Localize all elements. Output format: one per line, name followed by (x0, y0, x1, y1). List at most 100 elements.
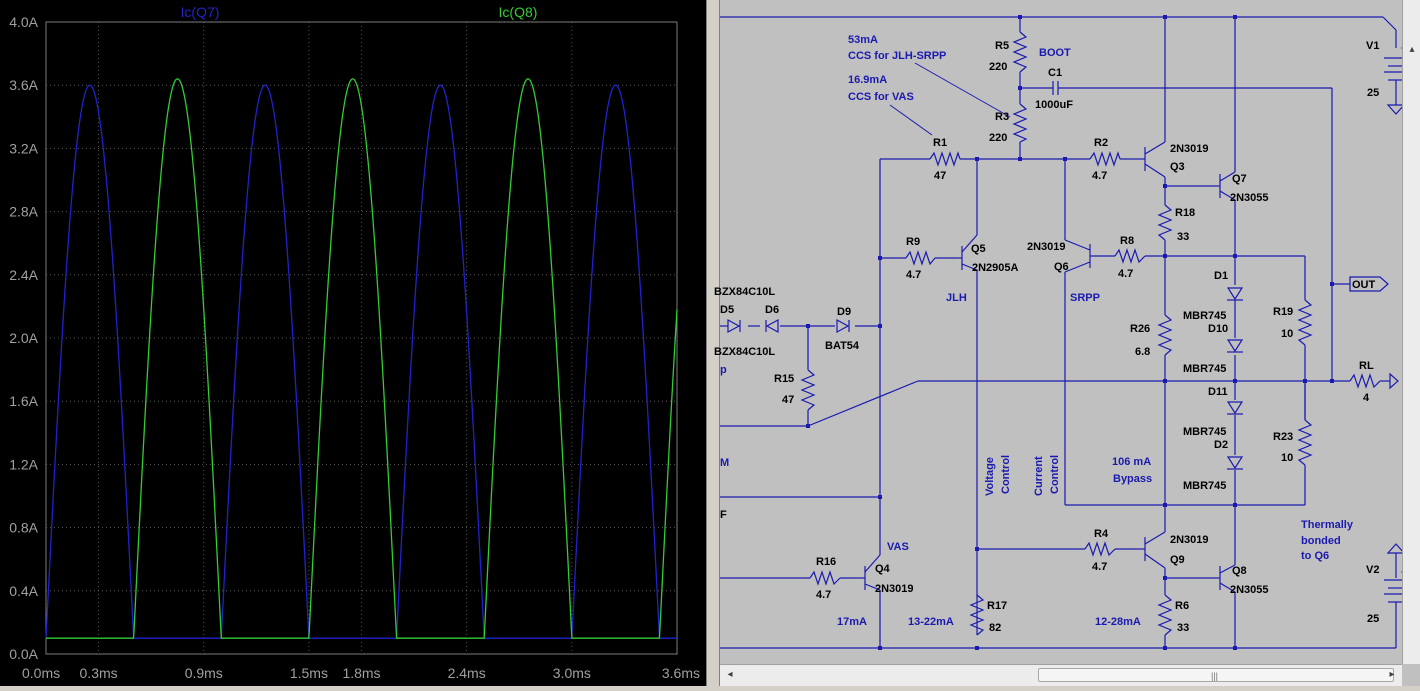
label-d6-type[interactable]: BZX84C10L (714, 346, 775, 358)
value-r23[interactable]: 10 (1281, 452, 1293, 464)
label-d5[interactable]: D5 (720, 304, 734, 316)
bypass-current-label[interactable]: 106 mA (1112, 456, 1151, 468)
note-ccs-vas[interactable]: CCS for VAS (848, 91, 914, 103)
label-d11[interactable]: D11 (1208, 386, 1228, 398)
label-r17[interactable]: R17 (987, 600, 1007, 612)
m-label[interactable]: M (720, 457, 729, 469)
vas-label[interactable]: VAS (887, 541, 909, 553)
value-r5[interactable]: 220 (989, 61, 1007, 73)
f-label[interactable]: F (720, 509, 727, 521)
scrollbar-thumb[interactable]: ||| (1038, 668, 1394, 682)
label-r19[interactable]: R19 (1273, 306, 1293, 318)
legend-trace-ic-q8[interactable]: Ic(Q8) (499, 4, 538, 20)
label-d5-type[interactable]: BZX84C10L (714, 286, 775, 298)
value-r1[interactable]: 47 (934, 170, 946, 182)
jlh-label[interactable]: JLH (946, 292, 967, 304)
type-d1[interactable]: MBR745 (1183, 310, 1226, 322)
current-13-22ma-label[interactable]: 13-22mA (908, 616, 954, 628)
label-d6[interactable]: D6 (765, 304, 779, 316)
label-d10[interactable]: D10 (1208, 323, 1228, 335)
label-r6[interactable]: R6 (1175, 600, 1189, 612)
label-q5[interactable]: Q5 (971, 243, 986, 255)
voltage-control-label-1[interactable]: Voltage (984, 457, 996, 496)
value-v2[interactable]: 25 (1367, 613, 1379, 625)
value-r18[interactable]: 33 (1177, 231, 1189, 243)
type-d9[interactable]: BAT54 (825, 340, 860, 352)
label-v2[interactable]: V2 (1366, 564, 1379, 576)
vertical-scrollbar[interactable]: ▴ (1402, 0, 1420, 664)
p-label[interactable]: p (720, 364, 727, 376)
value-r2[interactable]: 4.7 (1092, 170, 1107, 182)
value-r3[interactable]: 220 (989, 132, 1007, 144)
label-r5[interactable]: R5 (995, 40, 1009, 52)
scroll-left-icon[interactable]: ◂ (727, 669, 733, 680)
type-q3[interactable]: 2N3019 (1170, 143, 1209, 155)
type-q4[interactable]: 2N3019 (875, 583, 914, 595)
label-q7[interactable]: Q7 (1232, 173, 1247, 185)
label-r9[interactable]: R9 (906, 236, 920, 248)
label-q6[interactable]: Q6 (1054, 261, 1069, 273)
label-q8[interactable]: Q8 (1232, 565, 1247, 577)
thermal-note-3[interactable]: to Q6 (1301, 550, 1329, 562)
value-r26[interactable]: 6.8 (1135, 346, 1150, 358)
label-r8[interactable]: R8 (1120, 235, 1134, 247)
thermal-note-2[interactable]: bonded (1301, 535, 1341, 547)
value-r8[interactable]: 4.7 (1118, 268, 1133, 280)
scroll-up-icon[interactable]: ▴ (1409, 44, 1415, 55)
type-d10[interactable]: MBR745 (1183, 363, 1226, 375)
legend-trace-ic-q7[interactable]: Ic(Q7) (181, 4, 220, 20)
bypass-label[interactable]: Bypass (1113, 473, 1152, 485)
waveform-chart[interactable]: 0.0A0.4A0.8A1.2A1.6A2.0A2.4A2.8A3.2A3.6A… (0, 0, 706, 686)
value-v1[interactable]: 25 (1367, 87, 1379, 99)
value-r17[interactable]: 82 (989, 622, 1001, 634)
value-r16[interactable]: 4.7 (816, 589, 831, 601)
label-c1[interactable]: C1 (1048, 67, 1062, 79)
trace-ic-q8[interactable] (46, 78, 678, 639)
label-r18[interactable]: R18 (1175, 207, 1195, 219)
note-ccs-vas-current[interactable]: 16.9mA (848, 74, 887, 86)
label-r15[interactable]: R15 (774, 373, 794, 385)
out-label[interactable]: OUT (1352, 279, 1376, 291)
label-q3[interactable]: Q3 (1170, 161, 1185, 173)
type-q9[interactable]: 2N3019 (1170, 534, 1209, 546)
voltage-control-label-2[interactable]: Control (1000, 455, 1012, 494)
label-r23[interactable]: R23 (1273, 431, 1293, 443)
srpp-label[interactable]: SRPP (1070, 292, 1100, 304)
note-ccs-jlh-srpp[interactable]: CCS for JLH-SRPP (848, 50, 946, 62)
boot-label[interactable]: BOOT (1039, 47, 1071, 59)
type-q8[interactable]: 2N3055 (1230, 584, 1269, 596)
label-r3[interactable]: R3 (995, 111, 1009, 123)
schematic-pane[interactable]: R5 220 C1 1000uF R3 220 R1 47 R2 4.7 2N3… (714, 0, 1420, 686)
current-17ma-label[interactable]: 17mA (837, 616, 867, 628)
value-r19[interactable]: 10 (1281, 328, 1293, 340)
label-d9[interactable]: D9 (837, 306, 851, 318)
horizontal-scrollbar[interactable]: ◂ ||| ▸ (720, 664, 1402, 686)
thermal-note-1[interactable]: Thermally (1301, 519, 1354, 531)
current-control-label-2[interactable]: Control (1049, 455, 1061, 494)
type-d11[interactable]: MBR745 (1183, 426, 1226, 438)
value-r4[interactable]: 4.7 (1092, 561, 1107, 573)
value-r15[interactable]: 47 (782, 394, 794, 406)
label-v1[interactable]: V1 (1366, 40, 1379, 52)
label-q9[interactable]: Q9 (1170, 554, 1185, 566)
type-d2[interactable]: MBR745 (1183, 480, 1226, 492)
type-q6[interactable]: 2N3019 (1027, 241, 1066, 253)
label-r26[interactable]: R26 (1130, 323, 1150, 335)
value-r6[interactable]: 33 (1177, 622, 1189, 634)
label-r2[interactable]: R2 (1094, 137, 1108, 149)
label-r1[interactable]: R1 (933, 137, 947, 149)
current-12-28ma-label[interactable]: 12-28mA (1095, 616, 1141, 628)
label-d1[interactable]: D1 (1214, 270, 1228, 282)
label-r4[interactable]: R4 (1094, 528, 1109, 540)
scroll-right-icon[interactable]: ▸ (1389, 669, 1395, 680)
note-ccs-jlh-srpp-current[interactable]: 53mA (848, 34, 878, 46)
value-r9[interactable]: 4.7 (906, 269, 921, 281)
value-rl[interactable]: 4 (1363, 392, 1370, 404)
value-c1[interactable]: 1000uF (1035, 99, 1073, 111)
current-control-label-1[interactable]: Current (1033, 456, 1045, 496)
type-q5[interactable]: 2N2905A (972, 262, 1019, 274)
pane-splitter[interactable] (706, 0, 720, 686)
label-r16[interactable]: R16 (816, 556, 836, 568)
label-rl[interactable]: RL (1359, 360, 1374, 372)
